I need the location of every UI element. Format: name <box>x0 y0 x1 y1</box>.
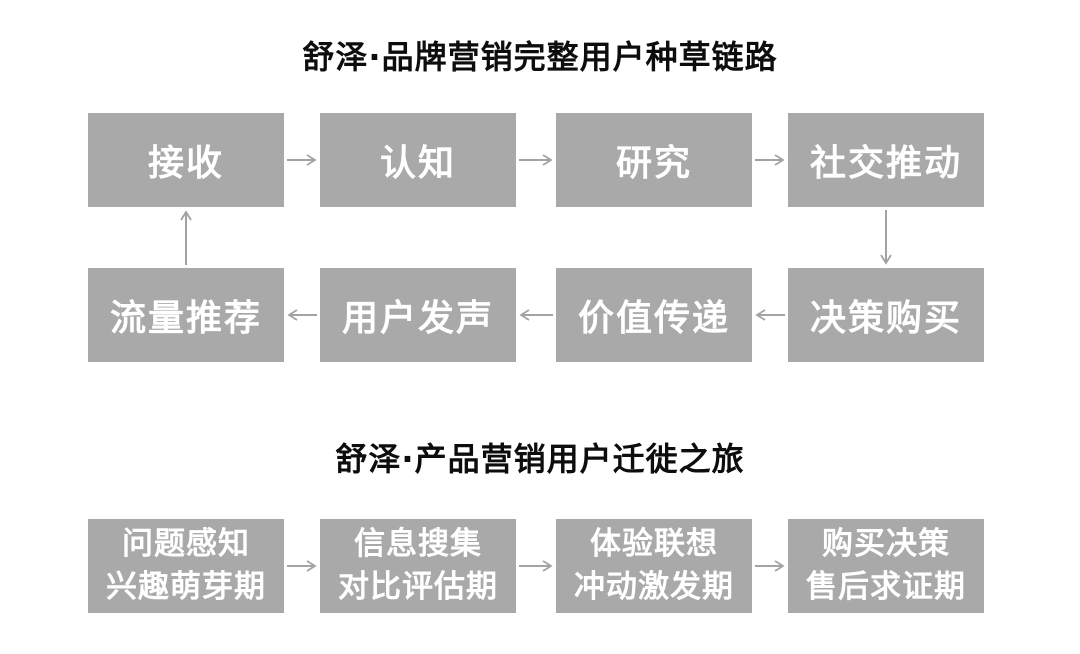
flow-box-traffic-recommendation: 流量推荐 <box>88 268 284 362</box>
flow-box-value-delivery: 价值传递 <box>556 268 752 362</box>
section1-title: 舒泽·品牌营销完整用户种草链路 <box>302 38 778 76</box>
stage-line1: 信息搜集 <box>354 525 482 562</box>
flow-box-research: 研究 <box>556 113 752 207</box>
stage-line2: 售后求证期 <box>806 569 966 605</box>
stage-line1: 问题感知 <box>122 525 250 562</box>
stage-line1: 体验联想 <box>590 525 718 562</box>
stage-box-purchase-verification: 购买决策 售后求证期 <box>788 519 984 613</box>
stage-line1: 购买决策 <box>822 525 950 562</box>
flow-box-social-push: 社交推动 <box>788 113 984 207</box>
stage-box-info-gathering: 信息搜集 对比评估期 <box>320 519 516 613</box>
stage-line2: 冲动激发期 <box>574 569 734 605</box>
stage-line2: 兴趣萌芽期 <box>106 569 266 605</box>
flow-box-awareness: 认知 <box>320 113 516 207</box>
stage-box-problem-awareness: 问题感知 兴趣萌芽期 <box>88 519 284 613</box>
flow-box-receive: 接收 <box>88 113 284 207</box>
section2-title: 舒泽·产品营销用户迁徙之旅 <box>335 440 745 478</box>
stage-box-experience-association: 体验联想 冲动激发期 <box>556 519 752 613</box>
flow-box-user-voice: 用户发声 <box>320 268 516 362</box>
stage-line2: 对比评估期 <box>338 569 498 605</box>
flow-box-purchase-decision: 决策购买 <box>788 268 984 362</box>
